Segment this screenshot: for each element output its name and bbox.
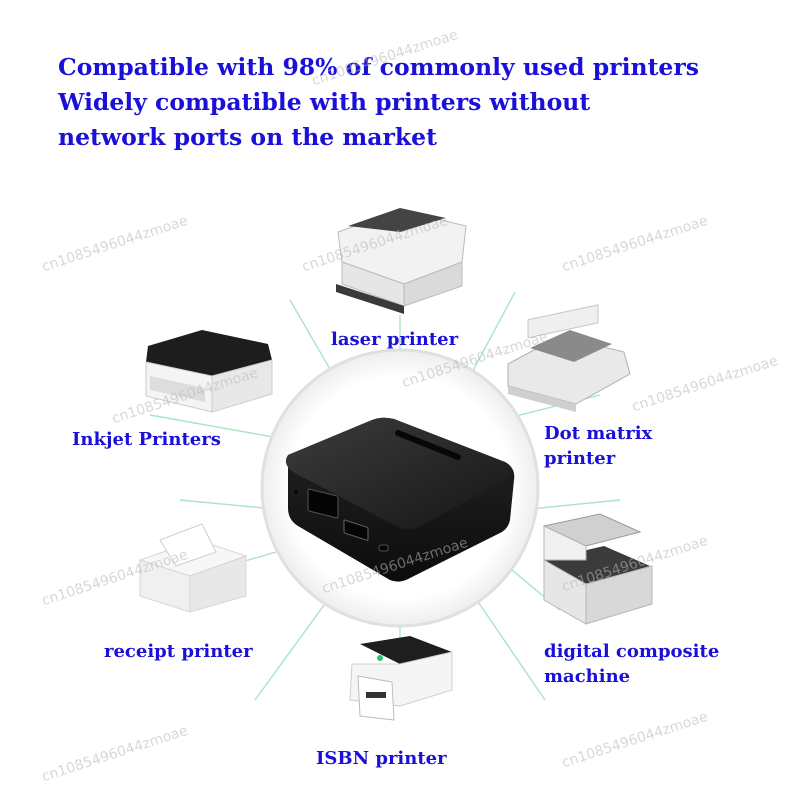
digital-composite-label-line-1: digital composite [544,641,720,662]
ethernet-port [307,488,339,519]
digital-composite-machine-image [542,513,653,625]
reset-hole [294,490,298,494]
spoke-isbn-right [469,589,546,701]
laser-printer-label: laser printer [331,329,459,350]
digital-composite-machine-label: digital composite machine [544,639,719,689]
dot-matrix-printer-label: Dot matrix printer [544,421,652,471]
headline: Compatible with 98% of commonly used pri… [58,50,788,155]
headline-line-2: Widely compatible with printers without [58,88,591,116]
dot-matrix-label-line-2: printer [544,448,616,469]
isbn-printer-image [349,636,453,721]
usb-port [343,519,369,541]
dot-matrix-label-line-1: Dot matrix [544,423,653,444]
headline-line-1: Compatible with 98% of commonly used pri… [58,53,699,81]
power-port [378,544,389,552]
dot-matrix-printer-image [507,304,631,412]
spoke-isbn-left [254,589,336,701]
receipt-printer-image [138,523,248,613]
inkjet-printer-image [145,330,273,413]
inkjet-printers-label: Inkjet Printers [72,429,221,450]
isbn-printer-label: ISBN printer [316,748,447,769]
print-server-device [285,417,515,582]
receipt-printer-label: receipt printer [104,641,253,662]
laser-printer-image [336,208,467,314]
spoke-inkjet [149,414,291,441]
digital-composite-label-line-2: machine [544,666,631,687]
headline-line-3: network ports on the market [58,123,437,151]
